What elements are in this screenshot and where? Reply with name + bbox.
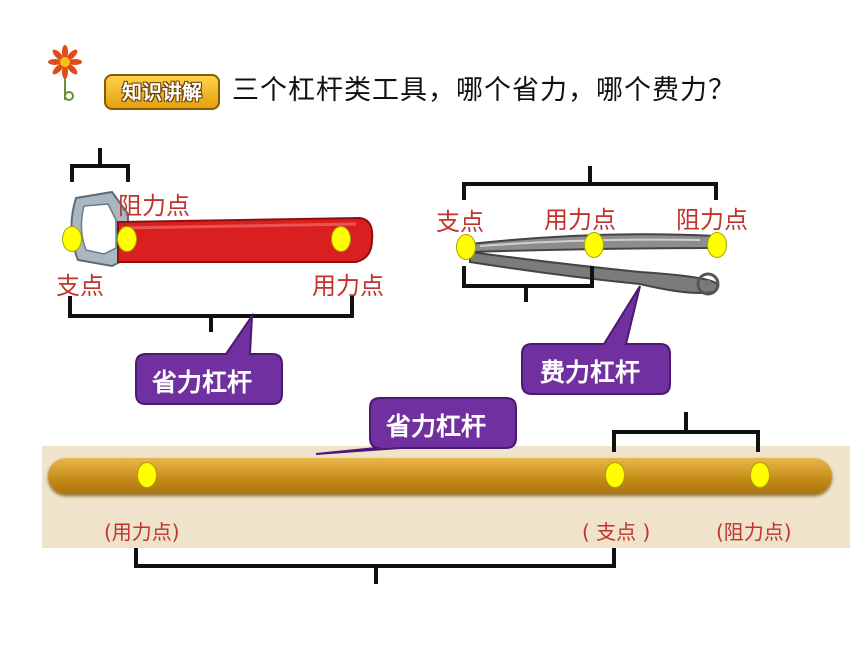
tool2-fulcrum-label: 支点 xyxy=(436,208,484,236)
knowledge-badge: 知识讲解 xyxy=(104,74,220,110)
tool3-fulcrum-label: ( 支点 ) xyxy=(582,520,651,544)
tool1-resistance-dot xyxy=(117,226,137,252)
tool2-effort-dot xyxy=(584,232,604,258)
tool1-fulcrum-dot xyxy=(62,226,82,252)
tool2-resistance-label: 阻力点 xyxy=(676,206,748,234)
tool3-resistance-label: (阻力点) xyxy=(716,520,792,544)
tool3-fulcrum-dot xyxy=(605,462,625,488)
tool1-effort-label: 用力点 xyxy=(312,272,384,300)
page-title: 三个杠杆类工具，哪个省力，哪个费力？ xyxy=(232,75,736,106)
tool3-resistance-dot xyxy=(750,462,770,488)
tool1-resistance-label: 阻力点 xyxy=(118,192,190,220)
tool2-fulcrum-dot xyxy=(456,234,476,260)
callout-tool3: 省力杠杆 xyxy=(386,412,487,441)
tool1-effort-dot xyxy=(331,226,351,252)
tool3-effort-dot xyxy=(137,462,157,488)
tool3-effort-label: (用力点) xyxy=(104,520,180,544)
callout-tool2: 费力杠杆 xyxy=(540,358,641,387)
tool2-effort-label: 用力点 xyxy=(544,206,616,234)
lever-rod xyxy=(48,458,832,494)
callout-tool1: 省力杠杆 xyxy=(152,368,253,397)
tool2-resistance-dot xyxy=(707,232,727,258)
tool1-fulcrum-label: 支点 xyxy=(56,272,104,300)
